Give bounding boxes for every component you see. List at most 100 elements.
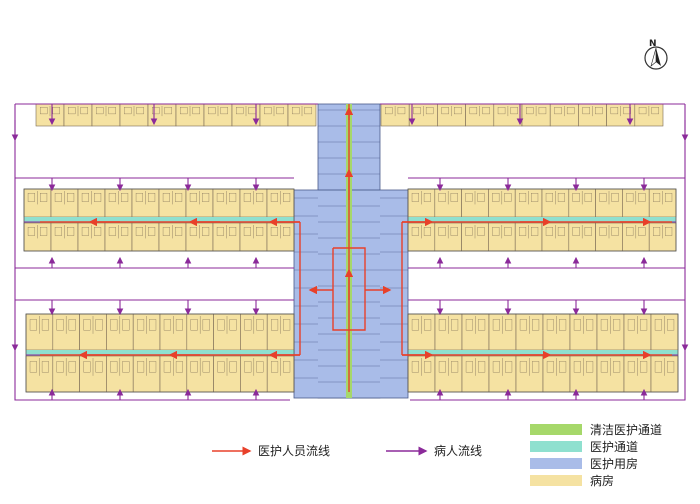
ward-bed xyxy=(654,361,662,373)
ward-bed xyxy=(613,319,621,331)
ward-bed xyxy=(270,227,278,236)
ward-bed xyxy=(654,319,662,331)
ward-bed xyxy=(586,361,594,373)
zone-swatch-wards xyxy=(530,475,582,486)
ward-bed xyxy=(538,107,547,115)
ward-bed xyxy=(611,227,619,236)
ward-bed xyxy=(582,107,590,115)
ward-bed xyxy=(83,319,91,331)
ward-bed xyxy=(465,319,473,331)
ward-bed xyxy=(137,319,145,331)
ward-bed xyxy=(531,193,539,202)
ward-bed xyxy=(162,193,170,202)
ward-bed xyxy=(667,319,675,331)
ward-bed xyxy=(162,227,170,236)
ward-bed xyxy=(244,319,252,331)
ward-bed xyxy=(95,361,103,373)
ward-bed xyxy=(256,319,264,331)
ward-bed xyxy=(175,319,183,331)
ward-bed xyxy=(216,193,224,202)
ward-bed xyxy=(626,193,634,202)
ward-bed xyxy=(413,107,421,115)
ward-bed xyxy=(40,227,48,236)
ward-bed xyxy=(411,319,419,331)
ward-bed xyxy=(572,193,580,202)
ward-bed xyxy=(149,361,157,373)
ward-bed xyxy=(135,193,143,202)
ward-bed xyxy=(180,107,188,115)
ward-bed xyxy=(136,107,144,115)
ward-bed xyxy=(425,107,434,115)
staff-flow-core-loop xyxy=(332,247,366,331)
ward-bed xyxy=(531,227,539,236)
ward-bed xyxy=(526,107,534,115)
ward-bed xyxy=(572,227,580,236)
ward-bed xyxy=(584,193,592,202)
ward-bed xyxy=(80,107,88,115)
ward-bed xyxy=(27,227,35,236)
wing-outline xyxy=(407,188,677,252)
ward-bed xyxy=(424,361,432,373)
ward-bed xyxy=(438,227,446,236)
ward-bed xyxy=(559,361,567,373)
ward-bed xyxy=(586,319,594,331)
ward-bed xyxy=(665,227,673,236)
ward-bed xyxy=(108,193,116,202)
ward-bed xyxy=(244,361,252,373)
ward-bed xyxy=(56,319,64,331)
ward-bed xyxy=(81,227,89,236)
ward-bed xyxy=(519,193,527,202)
ward-bed xyxy=(519,361,527,373)
ward-bed xyxy=(451,319,459,331)
ward-bed xyxy=(546,319,554,331)
ward-bed xyxy=(482,107,490,115)
ward-bed xyxy=(271,319,279,331)
ward-bed xyxy=(283,361,291,373)
ward-bed xyxy=(566,107,575,115)
ward-bed xyxy=(519,227,527,236)
ward-bed xyxy=(397,107,406,115)
ward-bed xyxy=(124,107,132,115)
zone-swatch-staff-corridor xyxy=(530,441,582,452)
ward-bed xyxy=(477,227,485,236)
ward-bed xyxy=(152,107,160,115)
ward-bed xyxy=(208,107,216,115)
ward-bed xyxy=(148,193,156,202)
ward-bed xyxy=(492,193,500,202)
ward-bed xyxy=(505,361,513,373)
ward-bed xyxy=(175,361,183,373)
ward-bed xyxy=(611,193,619,202)
ward-bed xyxy=(640,361,648,373)
ward-bed xyxy=(510,107,518,115)
ward-bed xyxy=(557,227,565,236)
zone-label-medical-rooms: 医护用房 xyxy=(590,456,638,471)
ward-bed xyxy=(264,107,272,115)
ward-bed xyxy=(600,319,608,331)
ward-bed xyxy=(573,319,581,331)
ward-bed xyxy=(640,319,648,331)
ward-bed xyxy=(465,361,473,373)
ward-bed xyxy=(599,193,607,202)
ward-bed xyxy=(190,319,198,331)
ward-bed xyxy=(56,361,64,373)
ward-bed xyxy=(283,227,291,236)
ward-bed xyxy=(29,361,37,373)
ward-bed xyxy=(477,193,485,202)
ward-bed xyxy=(95,319,103,331)
ward-bed xyxy=(54,193,62,202)
ward-bed xyxy=(81,193,89,202)
patient-flow-label: 病人流线 xyxy=(434,443,482,458)
ward-bed xyxy=(638,193,646,202)
ward-bed xyxy=(532,361,540,373)
ward-bed xyxy=(276,107,284,115)
ward-bed xyxy=(304,107,312,115)
ward-bed xyxy=(243,193,251,202)
ward-bed xyxy=(504,193,512,202)
ward-bed xyxy=(623,107,631,115)
ward-bed xyxy=(148,227,156,236)
ward-bed xyxy=(504,227,512,236)
ward-bed xyxy=(108,227,116,236)
ward-bed xyxy=(492,319,500,331)
